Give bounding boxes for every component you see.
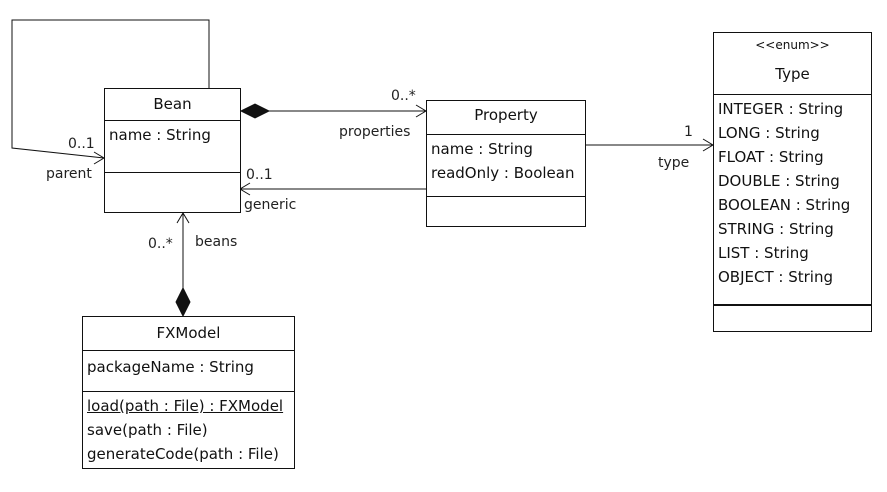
attribute-section: name : String readOnly : Boolean (427, 134, 585, 196)
properties-composition-diamond (239, 103, 271, 119)
enum-literal: LONG : String (718, 124, 820, 142)
enum-stereotype: <<enum>> (755, 38, 830, 52)
properties-multiplicity: 0..* (391, 88, 416, 104)
static-operation: load(path : File) : FXModel (87, 397, 284, 415)
beans-arrowhead (176, 212, 190, 224)
operation-section (714, 304, 871, 331)
enum-literal: INTEGER : String (718, 100, 844, 118)
beans-composition-diamond (175, 286, 191, 318)
class-name: Property (474, 106, 538, 124)
operation: generateCode(path : File) (87, 445, 279, 463)
attribute: name : String (431, 140, 533, 158)
parent-role: parent (46, 166, 92, 182)
class-name: FXModel (156, 324, 221, 342)
enum-type: <<enum>> Type INTEGER : String LONG : St… (713, 32, 872, 332)
attribute: name : String (109, 126, 211, 144)
generic-multiplicity: 0..1 (246, 167, 273, 183)
class-property: Property name : String readOnly : Boolea… (426, 100, 586, 227)
generic-role: generic (244, 197, 297, 213)
beans-role: beans (195, 234, 238, 250)
enum-literal: BOOLEAN : String (718, 196, 851, 214)
class-name: Type (775, 65, 810, 83)
attribute-section: name : String (105, 120, 240, 172)
attribute: readOnly : Boolean (431, 164, 575, 182)
operation-section (105, 172, 240, 212)
beans-multiplicity: 0..* (148, 236, 173, 252)
enum-literal: FLOAT : String (718, 148, 824, 166)
operation-section (427, 196, 585, 226)
enum-literal: STRING : String (718, 220, 834, 238)
class-name: Bean (153, 95, 192, 113)
attribute-section: INTEGER : String LONG : String FLOAT : S… (714, 94, 871, 304)
enum-literal: DOUBLE : String (718, 172, 840, 190)
operation-section: load(path : File) : FXModel save(path : … (83, 391, 294, 468)
type-multiplicity: 1 (684, 124, 693, 140)
type-role: type (658, 155, 690, 171)
class-fxmodel: FXModel packageName : String load(path :… (82, 316, 295, 469)
properties-role: properties (339, 124, 411, 140)
operation: save(path : File) (87, 421, 208, 439)
class-bean: Bean name : String (104, 88, 241, 213)
enum-literal: LIST : String (718, 244, 809, 262)
enum-literal: OBJECT : String (718, 268, 833, 286)
parent-multiplicity: 0..1 (68, 136, 95, 152)
parent-association-line (11, 19, 210, 159)
attribute: packageName : String (87, 358, 254, 376)
attribute-section: packageName : String (83, 350, 294, 391)
